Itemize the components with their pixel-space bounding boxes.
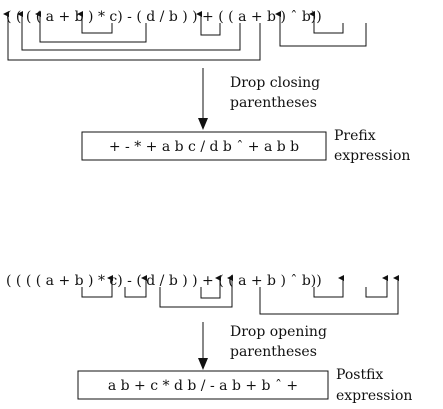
top-closing-parenthesis-connectors: [3, 11, 367, 61]
top-connector-ab-plus: [77, 11, 113, 34]
bottom-connector-times: [124, 275, 147, 298]
bottom-connector-power: [365, 275, 388, 298]
top-connector-minus: [17, 11, 241, 51]
top-infix-expression: ( ( ( ( a + b ) * c) - ( d / b ) ) + ( (…: [6, 9, 322, 25]
bottom-connector-divide: [200, 275, 221, 299]
top-connector-ab2-plus: [309, 11, 344, 34]
prefix-result-box: [81, 131, 327, 161]
bottom-connector-outer-plus: [259, 275, 399, 315]
bottom-step-label-line2: parentheses: [230, 344, 317, 360]
prefix-label-line1: Prefix: [334, 128, 376, 144]
postfix-result-box: [77, 370, 329, 400]
top-connector-outer-plus: [3, 11, 261, 61]
bottom-drop-arrow: [198, 322, 208, 370]
bottom-connector-minus: [159, 275, 233, 308]
postfix-label-line2: expression: [336, 388, 412, 404]
bottom-connector-ab2-plus: [313, 275, 344, 298]
top-connector-divide: [196, 11, 221, 36]
top-step-label-line2: parentheses: [230, 95, 317, 111]
top-drop-arrow: [198, 68, 208, 130]
top-connector-power: [275, 11, 367, 47]
bottom-opening-parenthesis-connectors: [81, 275, 399, 315]
postfix-label-line1: Postfix: [336, 367, 383, 383]
top-step-label-line1: Drop closing: [230, 75, 320, 91]
bottom-step-label-line1: Drop opening: [230, 324, 327, 340]
prefix-label-line2: expression: [334, 148, 410, 164]
top-connector-times: [35, 11, 147, 43]
postfix-result: a b + c * d b / - a b + b ˆ +: [108, 378, 298, 394]
bottom-connector-ab-plus: [81, 275, 113, 298]
prefix-result: + - * + a b c / d b ˆ + a b b: [109, 139, 299, 155]
bottom-infix-expression: ( ( ( ( a + b ) * c) - ( d / b ) ) + ( (…: [6, 273, 322, 289]
